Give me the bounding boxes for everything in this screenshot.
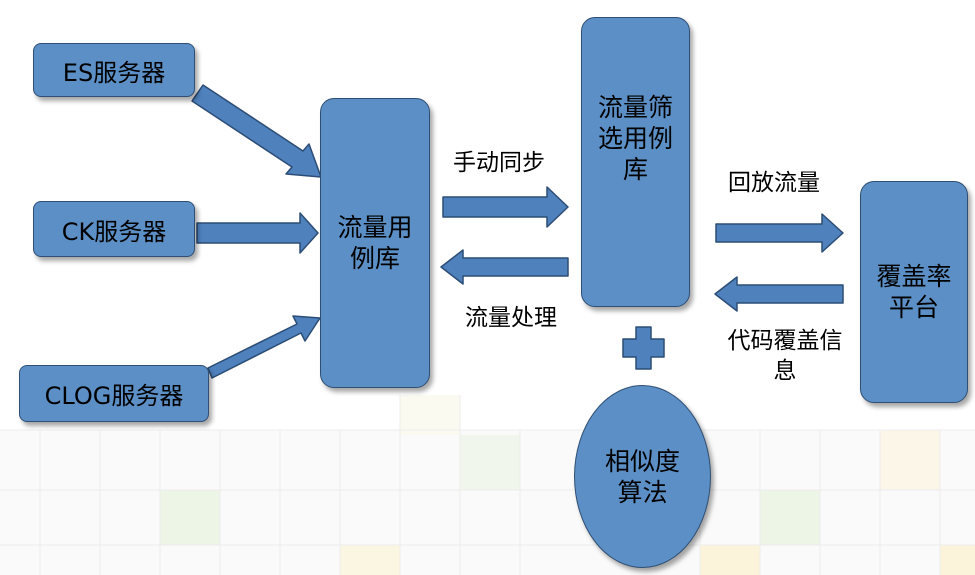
filtered-case-library-box: 流量筛选用例库 xyxy=(581,17,690,307)
manual-sync-label: 手动同步 xyxy=(453,150,545,176)
ck-server-box: CK服务器 xyxy=(33,201,195,257)
es-server-box: ES服务器 xyxy=(33,43,195,97)
traffic-case-library-box: 流量用例库 xyxy=(320,98,430,388)
clog-server-box: CLOG服务器 xyxy=(19,365,209,422)
traffic-case-library-label: 流量用例库 xyxy=(337,213,413,273)
arrow-code-coverage-info xyxy=(714,276,844,312)
coverage-platform-box: 覆盖率平台 xyxy=(860,181,968,403)
plus-connector xyxy=(622,326,665,370)
arrow-manual-sync xyxy=(442,186,569,228)
es-server-label: ES服务器 xyxy=(62,58,166,87)
arrow-replay-traffic xyxy=(715,213,844,253)
clog-server-label: CLOG服务器 xyxy=(44,382,184,410)
coverage-platform-label: 覆盖率平台 xyxy=(876,262,952,322)
traffic-processing-label: 流量处理 xyxy=(465,305,557,331)
ck-server-label: CK服务器 xyxy=(61,217,167,246)
grid-lines xyxy=(0,395,975,575)
arrow-es-to-traffic-library xyxy=(191,84,322,178)
code-coverage-info-label: 代码覆盖信息 xyxy=(727,328,843,384)
arrow-ck-to-traffic-library xyxy=(196,212,319,254)
similarity-algorithm-label: 相似度算法 xyxy=(605,446,681,507)
arrow-traffic-processing xyxy=(440,249,569,285)
similarity-algorithm-ellipse: 相似度算法 xyxy=(574,385,711,568)
filtered-case-library-label: 流量筛选用例库 xyxy=(597,93,673,184)
grid-tiles xyxy=(0,395,975,575)
replay-traffic-label: 回放流量 xyxy=(728,170,820,196)
arrow-clog-to-traffic-library xyxy=(207,315,321,379)
